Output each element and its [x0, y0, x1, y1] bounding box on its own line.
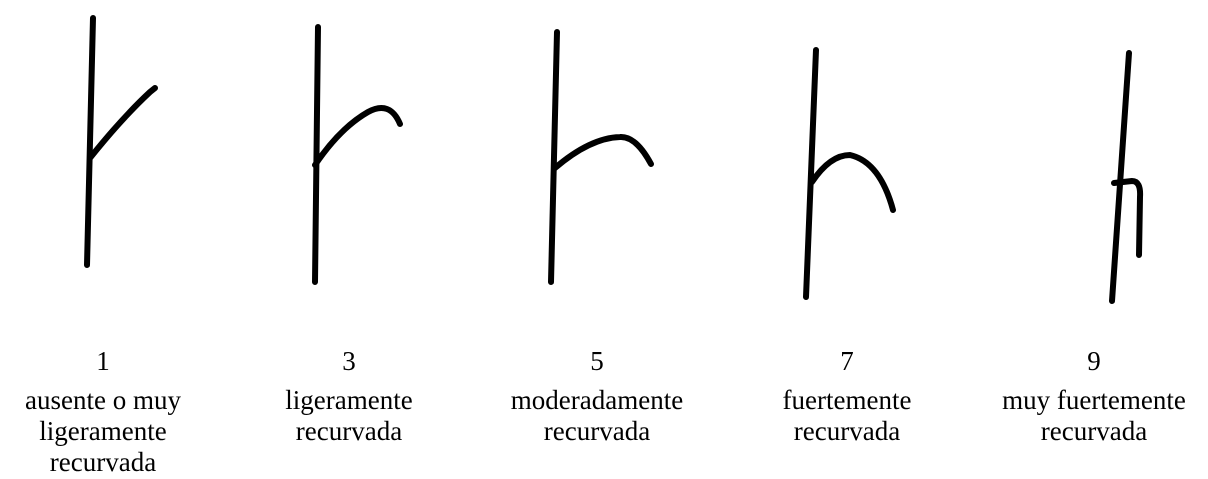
stage-description: fuertemente recurvada	[737, 385, 957, 447]
drawing-stage-3	[312, 24, 403, 285]
stage-label-9: 9 muy fuertemente recurvada	[984, 346, 1204, 447]
description-line: recurvada	[1040, 416, 1148, 446]
description-line: fuertemente	[782, 385, 912, 415]
stage-description: moderadamente recurvada	[487, 385, 707, 447]
drawing-stage-9	[1109, 50, 1144, 304]
branch-line	[552, 134, 654, 171]
stage-description: muy fuertemente recurvada	[984, 385, 1204, 447]
stem-line	[548, 29, 560, 285]
description-line: recurvada	[49, 447, 157, 477]
branch-line	[1111, 178, 1144, 258]
description-line: moderadamente	[510, 385, 684, 415]
stem-line	[803, 47, 819, 300]
recurvature-drawings	[84, 15, 1144, 304]
stem-line	[1109, 50, 1132, 304]
stage-number: 9	[1087, 346, 1101, 376]
stem-line	[312, 24, 321, 285]
branch-line	[312, 105, 403, 168]
drawing-stage-1	[84, 15, 158, 268]
stage-number: 7	[840, 346, 854, 376]
stage-label-7: 7 fuertemente recurvada	[737, 346, 957, 447]
description-line: ligeramente	[39, 416, 167, 446]
stage-description: ligeramente recurvada	[239, 385, 459, 447]
branch-line	[87, 85, 158, 161]
description-line: recurvada	[543, 416, 651, 446]
stage-number: 3	[342, 346, 356, 376]
description-line: recurvada	[295, 416, 403, 446]
stage-number: 5	[590, 346, 604, 376]
stage-label-5: 5 moderadamente recurvada	[487, 346, 707, 447]
stage-number: 1	[96, 346, 110, 376]
branch-line	[809, 152, 896, 213]
stage-label-3: 3 ligeramente recurvada	[239, 346, 459, 447]
stage-label-1: 1 ausente o muy ligeramente recurvada	[0, 346, 213, 478]
drawing-stage-5	[548, 29, 654, 285]
stem-line	[84, 15, 96, 268]
description-line: ligeramente	[285, 385, 413, 415]
drawing-stage-7	[803, 47, 896, 300]
description-line: muy fuertemente	[1002, 385, 1186, 415]
stage-description: ausente o muy ligeramente recurvada	[0, 385, 213, 478]
description-line: recurvada	[793, 416, 901, 446]
description-line: ausente o muy	[25, 385, 181, 415]
